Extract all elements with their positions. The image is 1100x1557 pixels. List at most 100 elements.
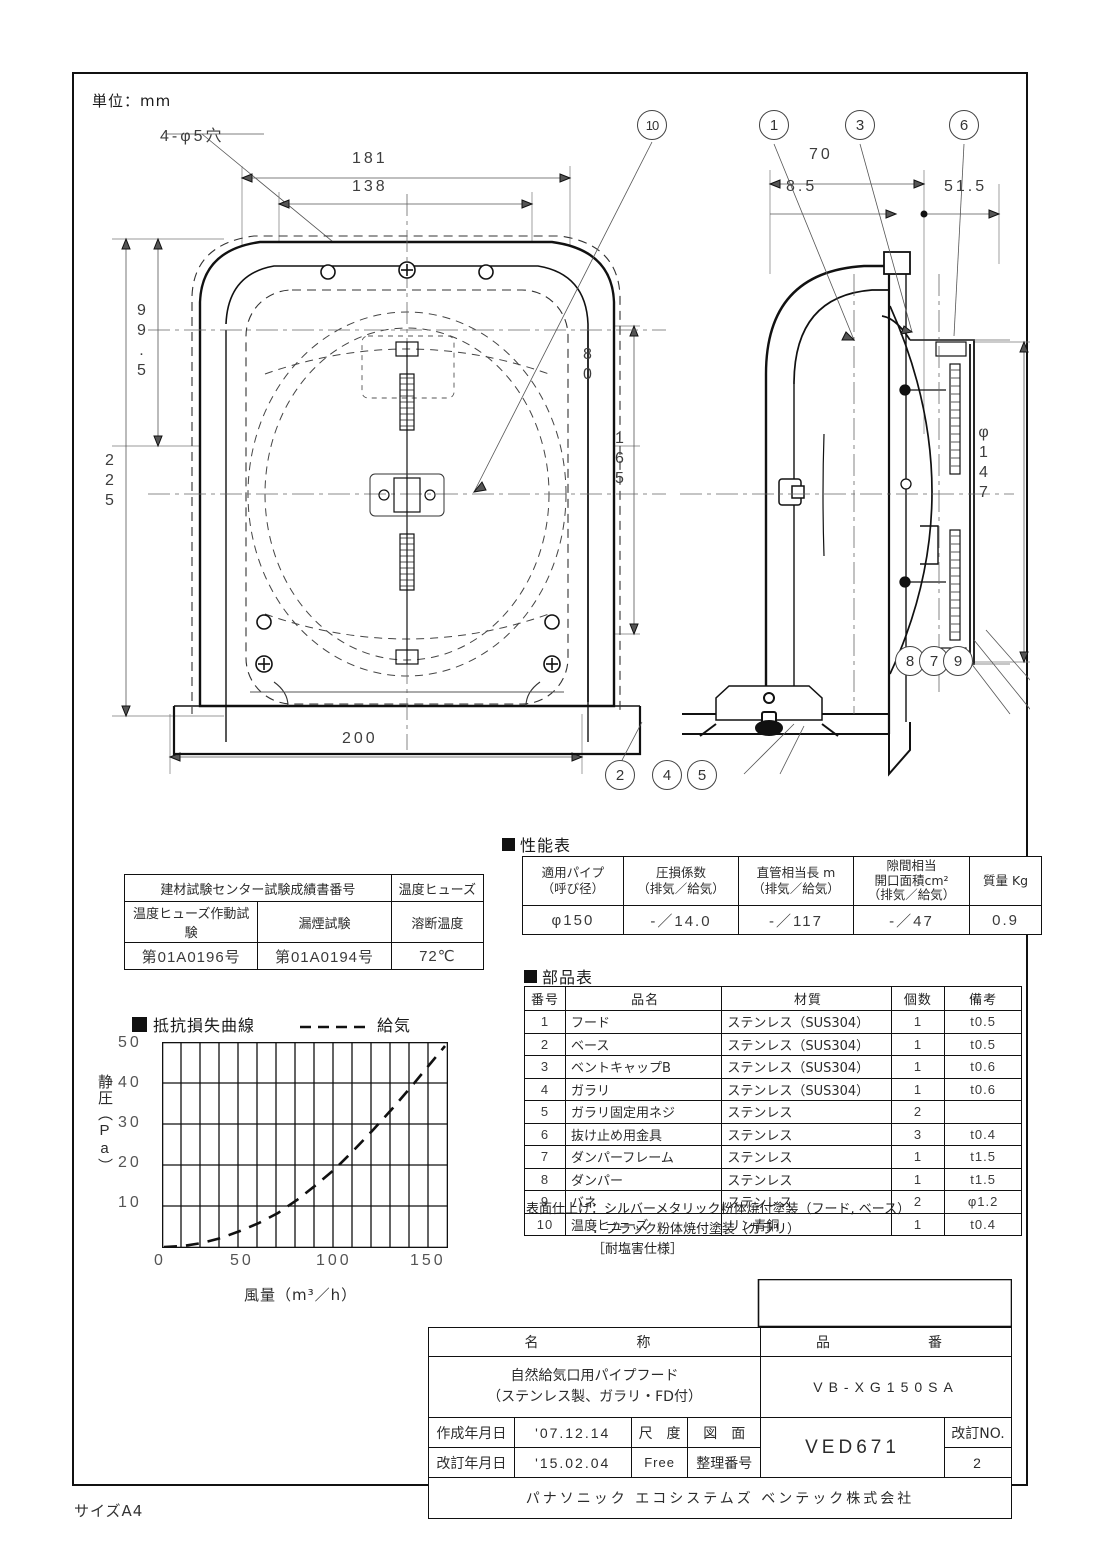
parts-row-9-material: リン青銅 — [721, 1212, 892, 1236]
parts-row-4-qty: 2 — [890, 1100, 946, 1124]
table-row: 9 バネ ステンレス 2 φ1.2 — [524, 1190, 1022, 1214]
revised-label: 改訂年月日 — [428, 1447, 515, 1478]
finish-note-line1: 表面仕上げ：シルバーメタリック粉体焼付塗装（フード, ベース） — [526, 1202, 911, 1217]
resistance-loss-chart: 抵抗損失曲線 給気 静圧（Pa） 50 40 30 20 10 — [92, 1012, 512, 1312]
perf-value-2: -／14.0 — [622, 905, 740, 935]
parts-header-material: 材質 — [721, 986, 892, 1011]
chart-title: 抵抗損失曲線 — [153, 1016, 256, 1035]
parts-header-remark: 備考 — [944, 986, 1022, 1011]
ytick-10: 10 — [118, 1194, 142, 1211]
balloon-10: 10 — [637, 110, 667, 140]
perf-table-wrap: 適用パイプ （呼び径） 圧損係数 （排気／給気） 直管相当長 m （排気／給気）… — [522, 856, 1042, 935]
parts-title-bullet — [524, 969, 537, 983]
parts-row-9-no: 10 — [524, 1212, 566, 1236]
parts-row-0-name: フード — [564, 1010, 723, 1034]
parts-header-no: 番号 — [524, 986, 566, 1011]
perf-header-2: 圧損係数 （排気／給気） — [622, 856, 740, 906]
parts-row-3-qty: 1 — [890, 1077, 946, 1101]
perf-table: 適用パイプ （呼び径） 圧損係数 （排気／給気） 直管相当長 m （排気／給気）… — [522, 856, 1042, 935]
parts-row-2-qty: 1 — [890, 1055, 946, 1079]
perf-header-3: 直管相当長 m （排気／給気） — [738, 856, 854, 906]
parts-row-3-material: ステンレス（SUS304） — [721, 1077, 892, 1101]
parts-row-4-name: ガラリ固定用ネジ — [564, 1100, 723, 1124]
balloon-5: 5 — [687, 760, 717, 790]
table-row: 6 抜け止め用金具 ステンレス 3 t0.4 — [524, 1122, 1022, 1146]
perf-value-1: φ150 — [522, 905, 624, 935]
parts-row-1-qty: 1 — [890, 1032, 946, 1056]
parts-row-5-name: 抜け止め用金具 — [564, 1122, 723, 1146]
ytick-40: 40 — [118, 1074, 142, 1091]
xtick-0: 0 — [154, 1252, 166, 1269]
dim-165: 165 — [611, 430, 628, 490]
parts-row-1-name: ベース — [564, 1032, 723, 1056]
hole-callout: 4-φ5穴 — [160, 128, 225, 145]
perf-header-4-line2: 開口面積cm² — [874, 872, 949, 888]
company-name: パナソニック エコシステムズ ベンテック株式会社 — [428, 1477, 1012, 1519]
parts-row-8-material: ステンレス — [721, 1190, 892, 1214]
parts-row-9-name: 温度ヒューズ — [564, 1212, 723, 1236]
created-label: 作成年月日 — [428, 1417, 515, 1448]
table-row: 3 ベントキャップB ステンレス（SUS304） 1 t0.6 — [524, 1055, 1022, 1079]
parts-row-1-remark: t0.5 — [944, 1032, 1022, 1056]
perf-header-4-line1: 隙間相当 — [886, 858, 937, 874]
parts-row-2-remark: t0.6 — [944, 1055, 1022, 1079]
parts-row-0-no: 1 — [524, 1010, 566, 1034]
parts-row-6-qty: 1 — [890, 1145, 946, 1169]
created-date: '07.12.14 — [513, 1417, 632, 1448]
cert-fuse-head2: 溶断温度 — [390, 901, 485, 943]
table-row: 8 ダンパー ステンレス 1 t1.5 — [524, 1167, 1022, 1191]
cert-title-span: 建材試験センター試験成績書番号 — [124, 874, 392, 902]
xtick-50: 50 — [230, 1252, 254, 1269]
parts-row-2-material: ステンレス（SUS304） — [721, 1055, 892, 1079]
dim-70: 70 — [809, 146, 833, 163]
xtick-150: 150 — [410, 1252, 446, 1269]
product-name-line1: 自然給気口用パイプフード — [510, 1368, 679, 1384]
finish-note-line2: ：ブラック粉体焼付塗装（ガラリ） — [592, 1222, 801, 1238]
ytick-50: 50 — [118, 1034, 142, 1051]
perf-title-bullet — [502, 837, 515, 851]
parts-row-9-qty: 1 — [890, 1212, 946, 1236]
balloon-9: 9 — [943, 646, 973, 676]
table-row: 4 ガラリ ステンレス（SUS304） 1 t0.6 — [524, 1077, 1022, 1101]
title-name-header: 名 称 — [427, 1327, 762, 1357]
drawing-label-2: 整理番号 — [687, 1447, 762, 1478]
parts-row-5-qty: 3 — [890, 1122, 946, 1146]
parts-row-8-remark: φ1.2 — [944, 1190, 1022, 1214]
revised-date: '15.02.04 — [513, 1447, 632, 1478]
cert-table: 建材試験センター試験成績書番号 温度ヒューズ 温度ヒューズ作動試験 漏煙試験 溶… — [123, 874, 485, 970]
balloon-6: 6 — [949, 110, 979, 140]
parts-row-6-name: ダンパーフレーム — [564, 1145, 723, 1169]
model-number: VB-XG150SA — [760, 1356, 1012, 1418]
dim-138: 138 — [352, 178, 388, 195]
perf-header-1-line2: （呼び径） — [541, 881, 605, 896]
table-row: 5 ガラリ固定用ネジ ステンレス 2 — [524, 1100, 1022, 1124]
parts-row-7-name: ダンパー — [564, 1167, 723, 1191]
parts-row-7-material: ステンレス — [721, 1167, 892, 1191]
perf-value-4: -／47 — [852, 905, 971, 935]
table-row: 2 ベース ステンレス（SUS304） 1 t0.5 — [524, 1032, 1022, 1056]
dim-51-5: 51.5 — [944, 178, 988, 195]
parts-row-7-remark: t1.5 — [944, 1167, 1022, 1191]
front-view-drawing — [112, 133, 666, 774]
cert-col2-head: 漏煙試験 — [257, 901, 392, 943]
finish-notes: 表面仕上げ：シルバーメタリック粉体焼付塗装（フード, ベース） ：ブラック粉体焼… — [526, 1200, 910, 1260]
cert-fuse-head1: 温度ヒューズ — [390, 874, 485, 902]
perf-header-4-line3: （排気／給気） — [867, 887, 956, 903]
perf-header-5: 質量 Kg — [969, 856, 1042, 906]
balloon-1: 1 — [759, 110, 789, 140]
product-name-line2: （ステンレス製、ガラリ・FD付） — [487, 1389, 702, 1405]
table-row: 7 ダンパーフレーム ステンレス 1 t1.5 — [524, 1145, 1022, 1169]
chart-plot-area — [162, 1042, 448, 1248]
parts-row-3-name: ガラリ — [564, 1077, 723, 1101]
title-block: 名 称 品 番 自然給気口用パイプフード （ステンレス製、ガラリ・FD付） VB… — [427, 1279, 1013, 1519]
title-block-table: 名 称 品 番 自然給気口用パイプフード （ステンレス製、ガラリ・FD付） VB… — [427, 1327, 1013, 1519]
finish-note-line3: ［耐塩害仕様］ — [592, 1242, 684, 1258]
dim-225: 225 — [101, 452, 118, 512]
dim-8-5: 8.5 — [786, 178, 818, 195]
cert-fuse-value: 72℃ — [390, 942, 485, 970]
parts-row-0-remark: t0.5 — [944, 1010, 1022, 1034]
parts-row-3-remark: t0.6 — [944, 1077, 1022, 1101]
parts-table: 番号 品名 材質 個数 備考 1 フード ステンレス（SUS304） 1 t0.… — [524, 986, 1022, 1236]
legend-dash-line — [300, 1025, 370, 1029]
perf-header-2-line1: 圧損係数 — [655, 865, 706, 881]
